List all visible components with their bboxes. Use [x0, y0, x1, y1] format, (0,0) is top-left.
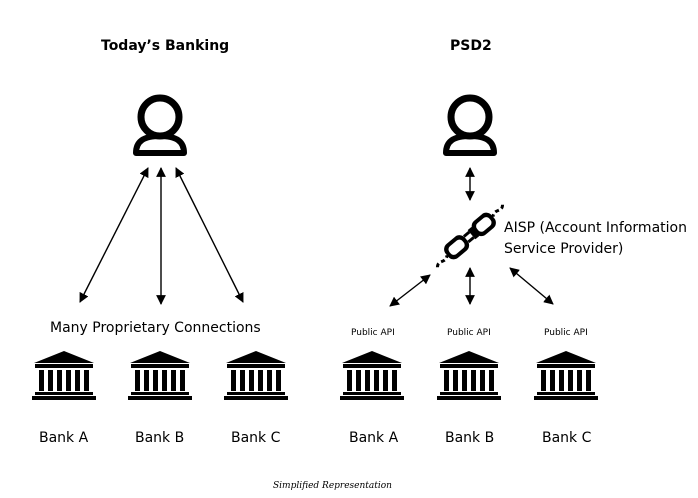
left-bank-c-label: Bank C [231, 430, 281, 446]
user-icon-left [136, 98, 184, 153]
left-panel-title: Today’s Banking [101, 38, 230, 54]
public-api-label-b: Public API [447, 328, 491, 338]
connections-label: Many Proprietary Connections [50, 320, 261, 336]
connection-arrow-bank-a [79, 167, 149, 303]
bank-icon-left-a [32, 351, 96, 400]
api-arrow-bank-a [389, 274, 431, 307]
bank-icon-right-c [534, 351, 598, 400]
right-bank-c-label: Bank C [542, 430, 592, 446]
left-bank-a-label: Bank A [39, 430, 89, 446]
aisp-label-line2: Service Provider) [504, 241, 624, 257]
left-bank-b-label: Bank B [135, 430, 185, 446]
plug-connector-icon [435, 204, 505, 268]
public-api-label-a: Public API [351, 328, 395, 338]
right-panel-title: PSD2 [450, 38, 492, 54]
bank-icon-left-b [128, 351, 192, 400]
connection-arrow-bank-c [175, 167, 244, 303]
bank-icon-right-a [340, 351, 404, 400]
right-bank-a-label: Bank A [349, 430, 399, 446]
bank-icon-right-b [437, 351, 501, 400]
public-api-label-c: Public API [544, 328, 588, 338]
bank-icon-left-c [224, 351, 288, 400]
caption: Simplified Representation [273, 481, 392, 491]
user-icon-right [446, 98, 494, 153]
right-bank-b-label: Bank B [445, 430, 495, 446]
api-arrow-bank-c [509, 267, 554, 305]
aisp-label-line1: AISP (Account Information [504, 220, 687, 236]
